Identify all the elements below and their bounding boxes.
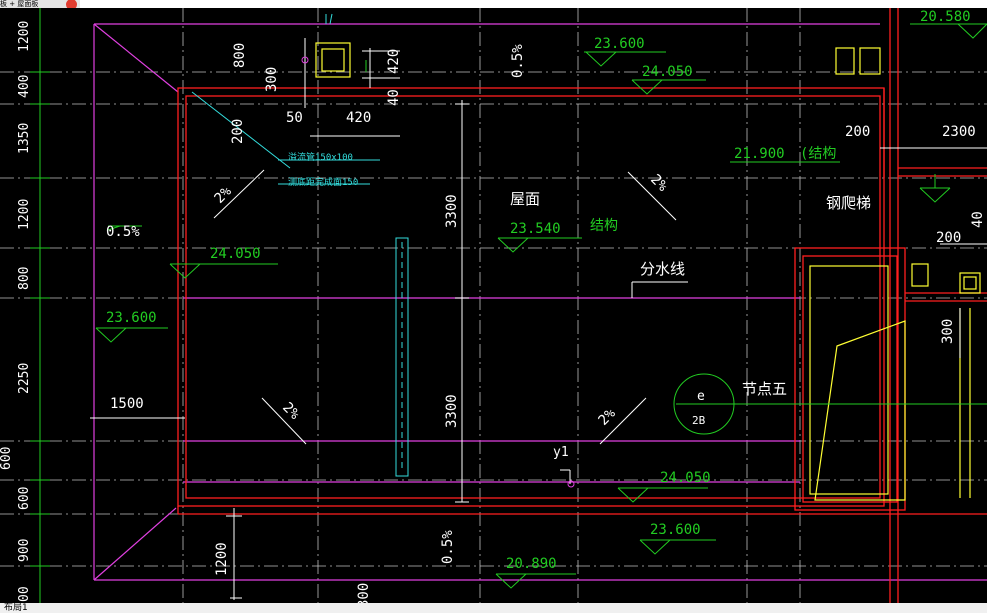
dim-left-3: 1350 <box>17 123 32 154</box>
dim-40-right: 40 <box>970 211 986 228</box>
label-divider-line: 分水线 <box>640 260 685 278</box>
slope-2-upper-left: 2% <box>212 183 236 207</box>
elev-20580: 20.580 <box>920 9 971 25</box>
elev-24050-left: 24.050 <box>210 246 261 262</box>
dim-300: 300 <box>264 67 280 92</box>
label-jiegou-2: 结构 <box>590 218 618 234</box>
slope-05-bottom: 0.5% <box>440 530 456 564</box>
dim-left-9: 900 <box>17 539 32 562</box>
layout-tab[interactable]: 布局1 <box>4 603 28 613</box>
elevation-labels: 23.600 24.050 20.580 21.900 23.540 24.05… <box>106 9 971 572</box>
dim-3300-lower: 3300 <box>444 394 460 428</box>
dim-200-left: 200 <box>230 119 246 144</box>
dim-420-v: 420 <box>386 49 402 74</box>
label-roof: 屋面 <box>510 190 540 208</box>
label-node-five: 节点五 <box>742 380 787 398</box>
dim-left-6: 2250 <box>17 363 32 394</box>
dim-3300-upper: 3300 <box>444 194 460 228</box>
slope-2-lower-right: 2% <box>596 405 620 429</box>
layout-tab-bar: 布局1 <box>0 603 987 613</box>
label-ladder: 钢爬梯 <box>826 194 871 212</box>
dim-1500: 1500 <box>110 396 144 412</box>
slope-arrows <box>213 169 677 445</box>
slope-05-top: 0.5% <box>510 44 526 78</box>
elev-21900: 21.900 <box>734 146 785 162</box>
annotations: 屋面 钢爬梯 分水线 节点五 e 2B y1 <box>510 190 871 460</box>
overflow-note-1: 溢流管150x100 <box>288 151 353 163</box>
dim-420-h: 420 <box>346 110 371 126</box>
elev-20890: 20.890 <box>506 556 557 572</box>
elev-23600-left: 23.600 <box>106 310 157 326</box>
elev-23540: 23.540 <box>510 221 561 237</box>
dim-left-10: 00 <box>17 586 32 602</box>
dim-40: 40 <box>386 89 402 106</box>
dim-left-1: 1200 <box>17 21 32 52</box>
dim-1200-bottom: 1200 <box>214 542 230 576</box>
dim-left-5: 800 <box>17 267 32 290</box>
roof-outline <box>93 23 987 581</box>
drain-pipe <box>191 13 409 477</box>
dim-300-stair: 300 <box>940 319 956 344</box>
dim-left-4: 1200 <box>17 199 32 230</box>
elev-24050-top: 24.050 <box>642 64 693 80</box>
dim-50: 50 <box>286 110 303 126</box>
wall-outlines <box>177 8 987 603</box>
elevation-markers <box>95 23 987 589</box>
left-dimension-labels: 1200 400 1350 1200 800 2250 600 600 900 … <box>0 21 32 602</box>
dim-200-right: 200 <box>845 124 870 140</box>
dim-2300-right: 2300 <box>942 124 976 140</box>
slope-05-left: 0.5% <box>106 224 140 240</box>
dimension-labels: 800 300 420 40 50 420 200 3300 3300 1200… <box>110 43 986 603</box>
node-callout-code: 2B <box>692 414 706 427</box>
dim-300-bottom: 300 <box>356 583 372 603</box>
title-bar: 板 + 屋面板 <box>0 0 987 8</box>
dim-800: 800 <box>232 43 248 68</box>
elev-23600-bottom: 23.600 <box>650 522 701 538</box>
dim-left-7: 600 <box>0 447 14 470</box>
dim-200-ladder: 200 <box>936 230 961 246</box>
drawing-tab[interactable]: 板 + 屋面板 <box>0 0 80 8</box>
dim-left-8: 600 <box>17 487 32 510</box>
close-icon[interactable] <box>66 0 77 8</box>
stair-outline <box>315 42 981 501</box>
slope-labels: 0.5% 2% 2% 0.5% 2% 2% 0.5% <box>106 44 671 564</box>
left-dimension-chain <box>30 8 50 603</box>
drawing-tab-label: 板 + 屋面板 <box>0 0 39 8</box>
cad-canvas[interactable]: 1200 400 1350 1200 800 2250 600 600 900 … <box>0 8 987 603</box>
label-jiegou-1: (结构 <box>800 146 836 162</box>
elev-23600-top: 23.600 <box>594 36 645 52</box>
structure-lines <box>90 38 987 600</box>
overflow-note-2: 测底距完成面150 <box>288 176 358 188</box>
pipe-point <box>567 480 575 488</box>
elev-24050-bottom: 24.050 <box>660 470 711 486</box>
dim-left-2: 400 <box>17 75 32 98</box>
drain-point <box>301 56 309 64</box>
label-pipe-y1: y1 <box>553 445 569 460</box>
slope-2-upper-right: 2% <box>647 172 671 196</box>
node-callout-letter: e <box>697 389 705 404</box>
